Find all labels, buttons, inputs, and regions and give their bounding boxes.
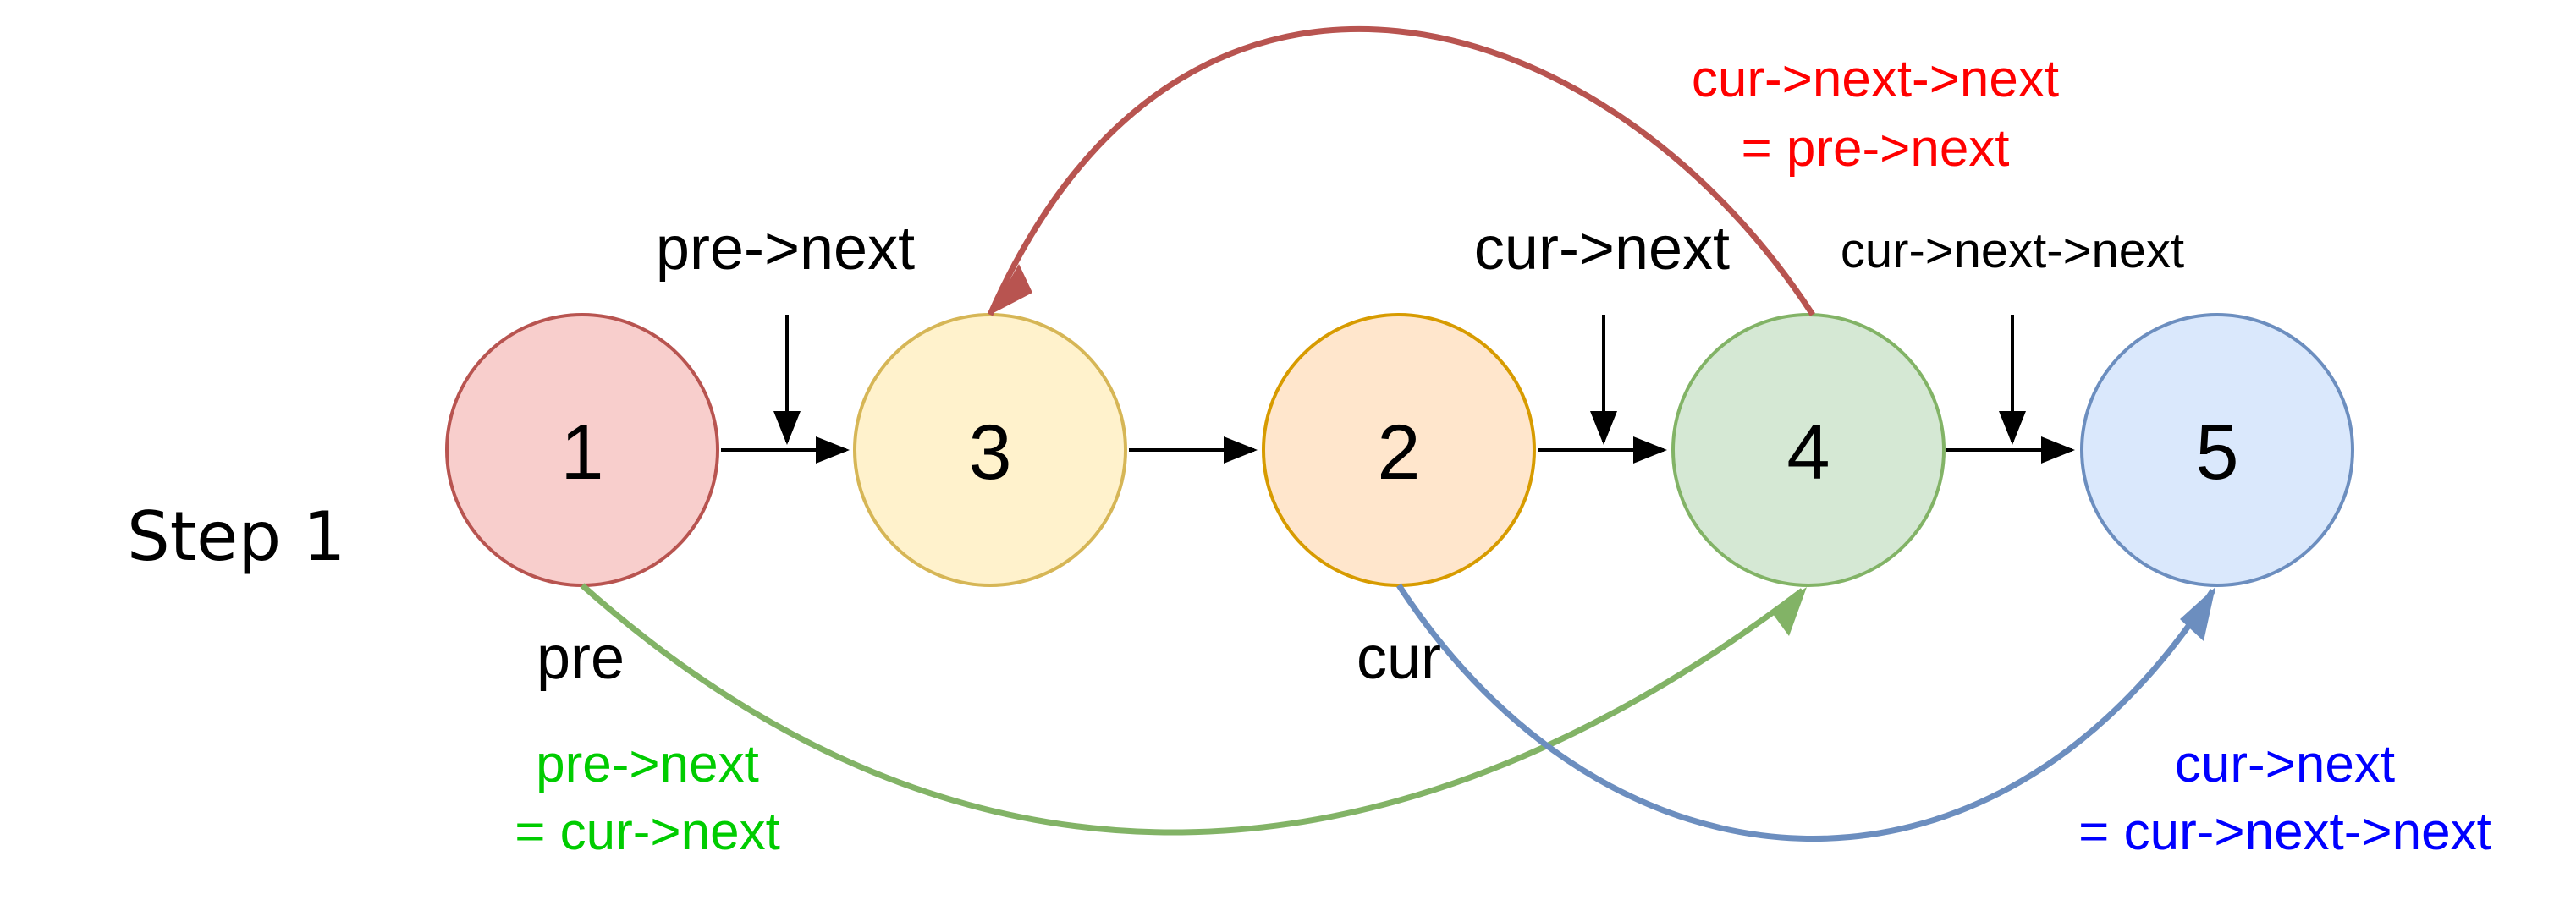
cur-next-label: cur->next <box>1474 215 1730 283</box>
red-arrowhead <box>990 264 1032 315</box>
node-label: 3 <box>968 409 1011 496</box>
node-circle <box>2080 313 2354 587</box>
green-arrowhead <box>1770 587 1807 636</box>
node-5: 5 <box>2080 313 2354 587</box>
pre-label: pre <box>537 624 625 692</box>
node-4: 4 <box>1671 313 1946 587</box>
red-annotation-line2: = pre->next <box>1741 119 2009 178</box>
node-3: 3 <box>853 313 1127 587</box>
node-circle <box>1671 313 1946 587</box>
blue-curved-arrow <box>1396 584 2215 842</box>
step-label: Step 1 <box>127 497 345 576</box>
blue-annotation-line1: cur->next <box>2175 735 2395 793</box>
node-label: 5 <box>2195 409 2238 496</box>
green-annotation-line2: = cur->next <box>515 803 780 861</box>
cur-label: cur <box>1357 624 1441 692</box>
node-2: 2 <box>1262 313 1536 587</box>
node-1: 1 <box>445 313 719 587</box>
pointer-arrows <box>773 315 2026 445</box>
pre-next-label: pre->next <box>656 215 915 283</box>
green-curved-arrow <box>580 583 1805 836</box>
cur-next-next-label: cur->next->next <box>1841 223 2184 278</box>
green-annotation-line1: pre->next <box>536 735 759 793</box>
red-annotation-line1: cur->next->next <box>1692 50 2059 108</box>
node-label: 4 <box>1786 409 1830 496</box>
node-label: 2 <box>1377 409 1420 496</box>
blue-arrowhead <box>2180 587 2215 641</box>
node-label: 1 <box>560 409 603 496</box>
red-curved-arrow <box>987 26 1815 316</box>
blue-annotation-line2: = cur->next->next <box>2078 803 2491 861</box>
